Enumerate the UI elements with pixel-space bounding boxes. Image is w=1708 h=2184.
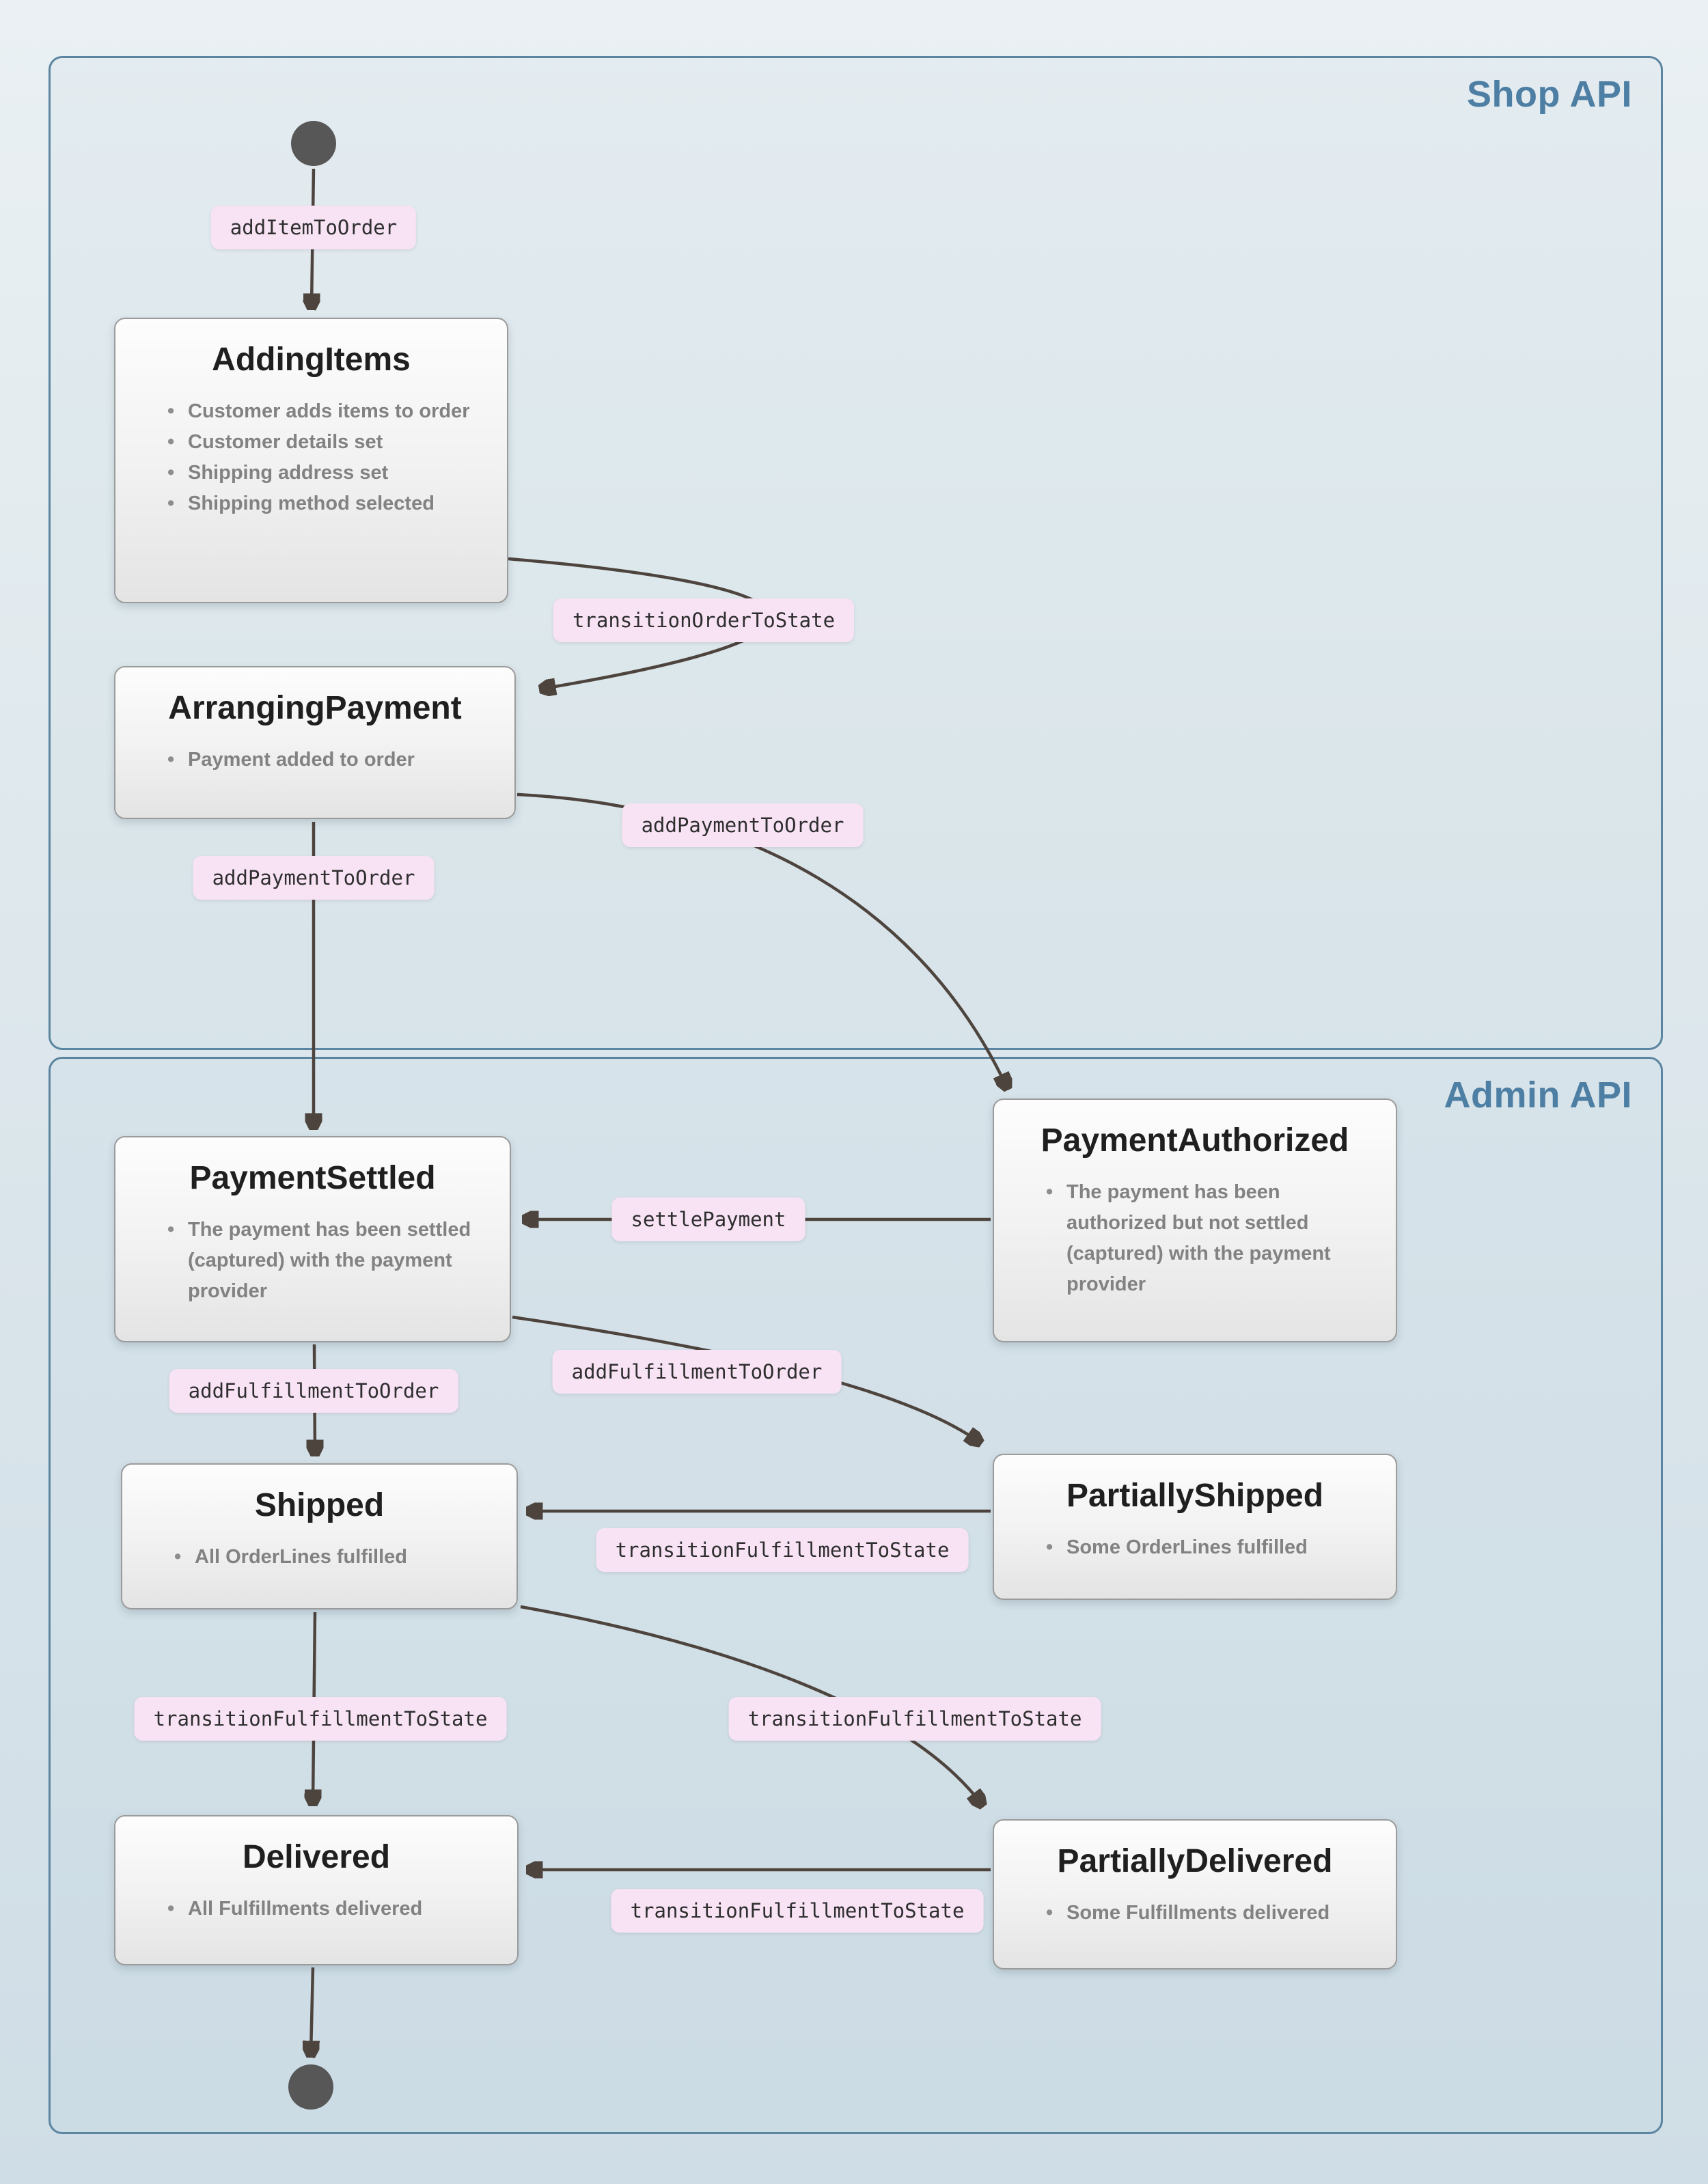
start-state-node <box>291 121 336 166</box>
state-bullets: Some Fulfillments delivered <box>1015 1898 1375 1929</box>
state-title: AddingItems <box>212 342 411 378</box>
state-payment-authorized: PaymentAuthorized The payment has been a… <box>993 1098 1397 1342</box>
transition-label-transition-order-to-state: transitionOrderToState <box>553 598 855 642</box>
state-title: Shipped <box>254 1487 385 1523</box>
end-state-node <box>288 2064 333 2110</box>
bullet-item: Customer details set <box>165 427 480 458</box>
bullet-item: Some OrderLines fulfilled <box>1043 1532 1368 1563</box>
state-title: ArrangingPayment <box>168 690 462 726</box>
bullet-item: All Fulfillments delivered <box>165 1894 490 1924</box>
state-bullets: Some OrderLines fulfilled <box>1015 1532 1375 1563</box>
admin-api-label: Admin API <box>1444 1075 1632 1116</box>
state-bullets: The payment has been settled (captured) … <box>136 1215 489 1307</box>
bullet-item: Shipping address set <box>165 458 480 488</box>
bullet-item: The payment has been authorized but not … <box>1043 1177 1368 1300</box>
state-bullets: Payment added to order <box>136 745 494 775</box>
bullet-item: The payment has been settled (captured) … <box>165 1215 482 1307</box>
transition-label-add-payment-to-order-authorized: addPaymentToOrder <box>622 803 864 847</box>
edge-shipped-to-partiallydelivered <box>520 1605 981 1803</box>
state-partially-shipped: PartiallyShipped Some OrderLines fulfill… <box>993 1454 1397 1600</box>
shop-api-label: Shop API <box>1467 74 1632 115</box>
state-adding-items: AddingItems Customer adds items to order… <box>114 318 508 603</box>
transition-label-fulfillment-state-partialdelivered-delivered: transitionFulfillmentToState <box>611 1889 984 1933</box>
state-shipped: Shipped All OrderLines fulfilled <box>121 1463 518 1609</box>
bullet-item: Payment added to order <box>165 745 487 775</box>
state-bullets: All OrderLines fulfilled <box>143 1542 496 1573</box>
bullet-item: Customer adds items to order <box>165 396 480 427</box>
edge-delivered-to-end <box>311 1967 313 2054</box>
transition-label-fulfillment-state-partialshipped-shipped: transitionFulfillmentToState <box>596 1528 969 1572</box>
edge-arrangingpayment-to-paymentauthorized <box>516 792 1006 1086</box>
transition-label-settle-payment: settlePayment <box>611 1198 805 1241</box>
transition-label-fulfillment-state-shipped-delivered: transitionFulfillmentToState <box>134 1697 507 1741</box>
transition-label-add-fulfillment-to-order-shipped: addFulfillmentToOrder <box>169 1369 458 1413</box>
state-title: PartiallyShipped <box>1066 1478 1324 1514</box>
state-bullets: The payment has been authorized but not … <box>1015 1177 1375 1300</box>
transition-label-add-payment-to-order-settled: addPaymentToOrder <box>193 856 435 900</box>
transition-label-add-fulfillment-to-order-partial: addFulfillmentToOrder <box>552 1350 842 1394</box>
state-delivered: Delivered All Fulfillments delivered <box>114 1815 519 1965</box>
bullet-item: All OrderLines fulfilled <box>171 1542 489 1573</box>
transition-label-add-item-to-order: addItemToOrder <box>210 206 417 249</box>
state-payment-settled: PaymentSettled The payment has been sett… <box>114 1136 511 1342</box>
state-bullets: All Fulfillments delivered <box>136 1894 497 1924</box>
bullet-item: Some Fulfillments delivered <box>1043 1898 1368 1929</box>
bullet-item: Shipping method selected <box>165 488 480 519</box>
state-title: Delivered <box>242 1839 391 1875</box>
state-title: PaymentSettled <box>189 1160 436 1196</box>
state-partially-delivered: PartiallyDelivered Some Fulfillments del… <box>993 1819 1397 1969</box>
state-arranging-payment: ArrangingPayment Payment added to order <box>114 666 516 819</box>
state-title: PartiallyDelivered <box>1057 1843 1333 1879</box>
state-title: PaymentAuthorized <box>1041 1122 1349 1159</box>
state-bullets: Customer adds items to order Customer de… <box>136 396 486 519</box>
transition-label-fulfillment-state-shipped-partialdelivered: transitionFulfillmentToState <box>728 1697 1101 1741</box>
